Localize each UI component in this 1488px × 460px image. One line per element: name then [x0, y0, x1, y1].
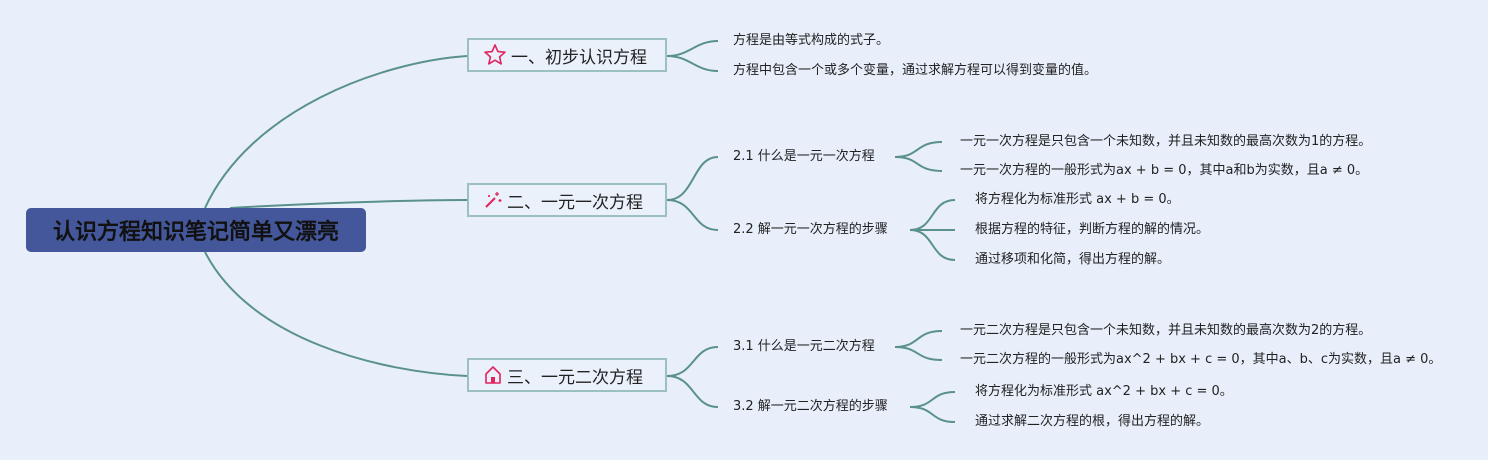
leaf-text[interactable]: 方程中包含一个或多个变量，通过求解方程可以得到变量的值。	[733, 63, 1098, 78]
leaf-text[interactable]: 一元二次方程的一般形式为ax^2 + bx + c = 0，其中a、b、c为实数…	[960, 352, 1442, 367]
sub-topic[interactable]: 3.2 解一元二次方程的步骤	[733, 399, 888, 414]
magic-wand-icon	[485, 192, 502, 208]
branch-label: 二、一元一次方程	[507, 192, 643, 213]
sub-topic[interactable]: 3.1 什么是一元二次方程	[733, 339, 875, 354]
leaf-text[interactable]: 一元二次方程是只包含一个未知数，并且未知数的最高次数为2的方程。	[960, 323, 1372, 338]
leaf-text[interactable]: 将方程化为标准形式 ax + b = 0。	[975, 192, 1180, 207]
root-node[interactable]: 认识方程知识笔记简单又漂亮	[26, 208, 366, 252]
leaf-text[interactable]: 一元一次方程的一般形式为ax + b = 0，其中a和b为实数，且a ≠ 0。	[960, 163, 1369, 178]
home-icon	[485, 366, 501, 384]
branch-label: 三、一元二次方程	[507, 367, 643, 388]
leaf-text[interactable]: 通过求解二次方程的根，得出方程的解。	[975, 414, 1210, 429]
sub-topic[interactable]: 2.1 什么是一元一次方程	[733, 149, 875, 164]
branch-node-2[interactable]: 二、一元一次方程	[467, 183, 667, 217]
leaf-text[interactable]: 根据方程的特征，判断方程的解的情况。	[975, 222, 1210, 237]
leaf-text[interactable]: 将方程化为标准形式 ax^2 + bx + c = 0。	[975, 384, 1233, 399]
leaf-text[interactable]: 一元一次方程是只包含一个未知数，并且未知数的最高次数为1的方程。	[960, 134, 1372, 149]
root-title: 认识方程知识笔记简单又漂亮	[52, 220, 339, 245]
branch-label: 一、初步认识方程	[511, 47, 647, 68]
branch-node-1[interactable]: 一、初步认识方程	[467, 38, 667, 72]
star-icon	[484, 44, 506, 65]
branch-node-3[interactable]: 三、一元二次方程	[467, 358, 667, 392]
sub-topic[interactable]: 2.2 解一元一次方程的步骤	[733, 222, 888, 237]
leaf-text[interactable]: 方程是由等式构成的式子。	[733, 33, 890, 48]
leaf-text[interactable]: 通过移项和化简，得出方程的解。	[975, 252, 1171, 267]
